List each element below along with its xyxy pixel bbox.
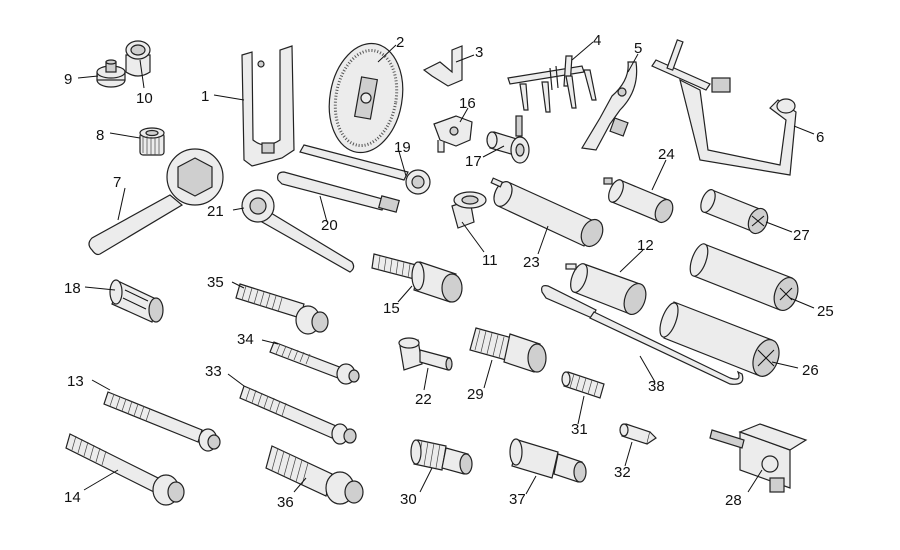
callout-21: 21	[207, 203, 224, 220]
part-3-bent-bracket	[422, 45, 463, 87]
part-10-cup	[125, 40, 151, 77]
part-29-threaded-cup	[469, 327, 547, 373]
callout-9: 9	[64, 71, 72, 88]
callout-19: 19	[394, 139, 411, 156]
part-1-u-bracket	[241, 45, 295, 167]
part-38-pick-tool	[541, 285, 744, 385]
part-15-threaded-cup	[371, 253, 463, 303]
callout-6: 6	[816, 129, 824, 146]
callout-4: 4	[593, 32, 601, 49]
part-4-puller-frame	[507, 55, 597, 113]
callout-labels: 9 10 8 7 18 1 2 3 4 5 6 16 17 19 20 21 1…	[64, 32, 834, 511]
part-21-ring-spanner	[241, 189, 355, 273]
callout-5: 5	[634, 40, 642, 57]
callout-38: 38	[648, 378, 665, 395]
callout-27: 27	[793, 227, 810, 244]
part-23-cylinder	[490, 177, 604, 248]
part-11-stepped-adaptor	[451, 191, 487, 229]
part-5-curved-lever	[581, 61, 638, 151]
part-8-knurled-nut	[139, 127, 165, 156]
callout-28: 28	[725, 492, 742, 509]
part-20-flat-bar	[277, 171, 400, 213]
callout-29: 29	[467, 386, 484, 403]
part-19-flat-bar-ring	[299, 144, 431, 195]
part-34-bolt	[269, 341, 360, 385]
part-35-bolt	[235, 283, 329, 335]
part-6-c-frame	[651, 39, 797, 176]
callout-7: 7	[113, 174, 121, 191]
part-7-ring-spanner	[88, 148, 224, 256]
callout-1: 1	[201, 88, 209, 105]
part-33-bolt	[239, 385, 357, 445]
callout-25: 25	[817, 303, 834, 320]
part-25-cylinder	[689, 243, 799, 312]
callout-14: 14	[64, 489, 81, 506]
callout-32: 32	[614, 464, 631, 481]
part-14-bolt	[65, 433, 185, 506]
callout-30: 30	[400, 491, 417, 508]
callout-33: 33	[205, 363, 222, 380]
callout-24: 24	[658, 146, 675, 163]
callout-37: 37	[509, 491, 526, 508]
part-12-cylinder	[565, 263, 647, 316]
callout-31: 31	[571, 421, 588, 438]
part-17-flanged-bush	[486, 115, 530, 164]
callout-10: 10	[136, 90, 153, 107]
callout-18: 18	[64, 280, 81, 297]
part-37-stepped-sleeve	[509, 438, 587, 483]
callout-16: 16	[459, 95, 476, 112]
part-16-small-bracket	[433, 115, 473, 153]
callout-36: 36	[277, 494, 294, 511]
part-27-cylinder	[700, 189, 769, 235]
callout-35: 35	[207, 274, 224, 291]
part-9-cap	[96, 59, 126, 88]
callout-17: 17	[465, 153, 482, 170]
part-18-slotted-sleeve	[109, 279, 164, 323]
part-36-bolt	[265, 445, 364, 505]
part-26-cylinder	[659, 301, 780, 377]
part-13-bolt	[103, 391, 221, 452]
callout-22: 22	[415, 391, 432, 408]
callout-34: 34	[237, 331, 254, 348]
part-30-knurled-knob	[410, 439, 473, 475]
leader-lines	[77, 41, 815, 495]
callout-12: 12	[637, 237, 654, 254]
callout-15: 15	[383, 300, 400, 317]
callout-23: 23	[523, 254, 540, 271]
callout-3: 3	[475, 44, 483, 61]
part-2-degree-disc	[328, 42, 404, 154]
part-24-cylinder	[603, 177, 674, 224]
callout-13: 13	[67, 373, 84, 390]
part-28-clamp-block	[709, 423, 808, 493]
callout-26: 26	[802, 362, 819, 379]
callout-11: 11	[482, 252, 498, 269]
part-32-small-pin	[619, 423, 657, 445]
part-22-stepped-pin	[398, 337, 453, 371]
callout-2: 2	[396, 34, 404, 51]
callout-8: 8	[96, 127, 104, 144]
part-31-splined-shaft	[561, 371, 605, 399]
callout-20: 20	[321, 217, 338, 234]
